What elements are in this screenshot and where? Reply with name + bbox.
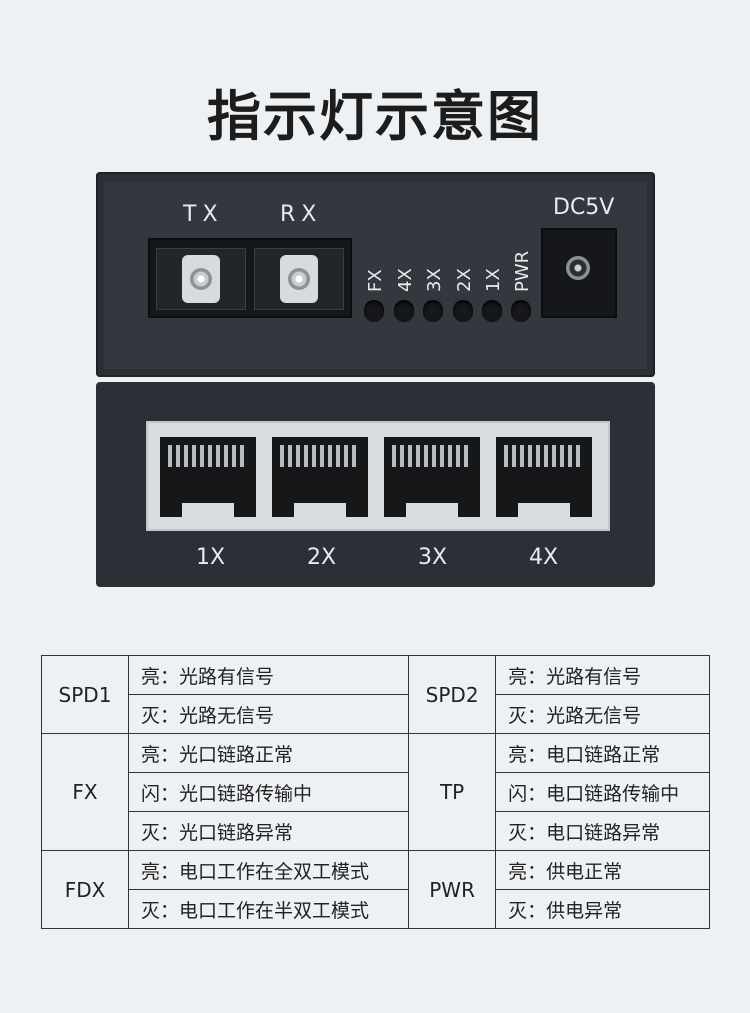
key-pwr: PWR [408, 850, 497, 929]
fdx-row-2: 灭：电口工作在半双工模式 [127, 889, 410, 929]
rj45-label-3: 3X [418, 545, 448, 570]
rx-port [254, 248, 344, 310]
key-tp: TP [408, 733, 497, 851]
tp-row-3: 灭：电口链路异常 [495, 811, 710, 851]
table-row: SPD1 亮：光路有信号 SPD2 亮：光路有信号 [41, 655, 710, 734]
tp-row-2: 闪：电口链路传输中 [495, 772, 710, 812]
indicator-legend-table: SPD1 亮：光路有信号 SPD2 亮：光路有信号 灭：光路无信号 灭：光路无信… [41, 655, 710, 929]
fx-row-3: 灭：光口链路异常 [127, 811, 410, 851]
fx-row-1: 亮：光口链路正常 [127, 733, 410, 773]
led-fx [364, 300, 384, 322]
rj45-port-4 [496, 437, 592, 517]
dc-power-label: DC5V [553, 195, 615, 220]
rj45-port-1 [160, 437, 256, 517]
led-label-2x: 2X [454, 268, 475, 292]
pwr-row-1: 亮：供电正常 [495, 850, 710, 890]
led-4x [394, 300, 414, 322]
led-3x [423, 300, 443, 322]
rj45-port-2 [272, 437, 368, 517]
rj45-port-3 [384, 437, 480, 517]
tx-label: TX [183, 202, 224, 227]
led-label-4x: 4X [395, 268, 416, 292]
fiber-ferrule-icon [280, 255, 318, 303]
rj45-label-4: 4X [529, 545, 559, 570]
spd2-row-1: 亮：光路有信号 [495, 655, 710, 695]
rx-label: RX [280, 202, 323, 227]
tp-row-1: 亮：电口链路正常 [495, 733, 710, 773]
led-label-fx: FX [365, 269, 386, 292]
led-label-pwr: PWR [512, 250, 533, 292]
fiber-ferrule-icon [182, 255, 220, 303]
fx-row-2: 闪：光口链路传输中 [127, 772, 410, 812]
table-row: 灭：电口工作在半双工模式 灭：供电异常 [42, 889, 710, 929]
led-2x [453, 300, 473, 322]
key-fdx: FDX [41, 850, 129, 929]
spd2-row-2: 灭：光路无信号 [495, 694, 710, 734]
dc-power-jack-icon [541, 228, 617, 318]
tx-port [156, 248, 246, 310]
spd1-row-1: 亮：光路有信号 [127, 655, 410, 695]
sc-fiber-connector [148, 238, 352, 318]
table-row: FX 亮：光口链路正常 TP 亮：电口链路正常 [41, 733, 710, 851]
key-fx: FX [41, 733, 129, 851]
led-label-1x: 1X [483, 268, 504, 292]
led-pwr [511, 300, 531, 322]
led-label-3x: 3X [424, 268, 445, 292]
rj45-label-2: 2X [307, 545, 337, 570]
fdx-row-1: 亮：电口工作在全双工模式 [127, 850, 410, 890]
table-row: FDX 亮：电口工作在全双工模式 PWR 亮：供电正常 [41, 850, 710, 929]
table-row: 灭：光口链路异常 灭：电口链路异常 [42, 811, 710, 851]
pwr-row-2: 灭：供电异常 [495, 889, 710, 929]
led-1x [482, 300, 502, 322]
spd1-row-2: 灭：光路无信号 [127, 694, 410, 734]
rj45-label-1: 1X [196, 545, 226, 570]
key-spd2: SPD2 [408, 655, 497, 734]
table-row: 闪：光口链路传输中 闪：电口链路传输中 [42, 772, 710, 812]
key-spd1: SPD1 [41, 655, 129, 734]
page-title: 指示灯示意图 [207, 85, 543, 148]
table-row: 灭：光路无信号 灭：光路无信号 [42, 694, 710, 734]
